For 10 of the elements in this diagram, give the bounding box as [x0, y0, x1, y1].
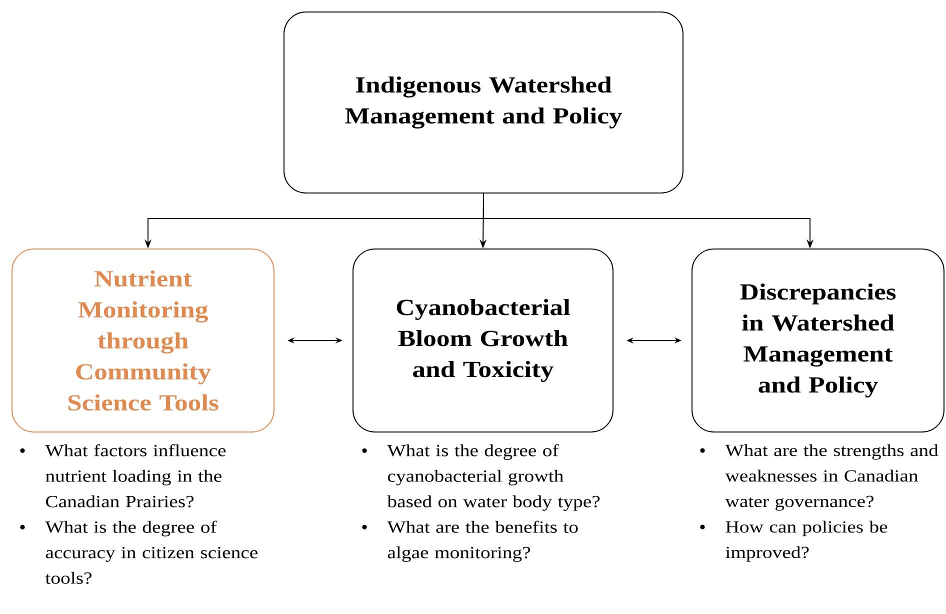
bullet-item: What is the degree of cyanobacterial growth based on water body type? [362, 444, 600, 511]
bullet-item: What are the benefits to algae monitoring? [362, 520, 578, 562]
topic-box: Cyanobacterial Bloom Growth and Toxicity [352, 248, 614, 432]
bullet-item: What is the degree of accuracy in citizen science tools? [20, 520, 258, 584]
bullet-item: How can policies be improved? [700, 520, 888, 562]
bullet-item: What are the strengths and weaknesses in Canadian water governance? [700, 444, 938, 511]
topic-box: Indigenous Watershed Management and Policy [284, 12, 684, 194]
bullet-item: What factors influence nutrient loading in the Canadian Prairies? [20, 444, 226, 508]
topic-box: Nutrient Monitoring through Community Science Tools [12, 248, 274, 432]
topic-box: Discrepancies in Watershed Management and Policy [692, 248, 944, 432]
